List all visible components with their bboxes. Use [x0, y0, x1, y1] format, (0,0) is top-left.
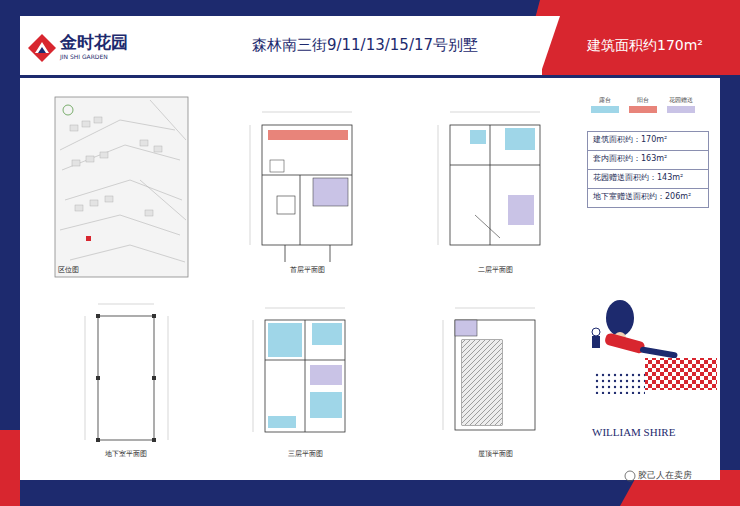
header-label: JIN SHI GARDEN: [60, 54, 140, 61]
plan-caption: 地下室平面图: [86, 450, 166, 458]
legend-swatch: [629, 106, 657, 113]
legend-item: 花园赠送: [663, 96, 699, 113]
legend-item: 阳台: [625, 96, 661, 113]
area-text: 花园赠送面积约：143m²: [593, 173, 703, 183]
area-row: 花园赠送面积约：143m²: [587, 169, 709, 189]
plan-caption: 二层平面图: [455, 266, 535, 274]
area-text: 地下室赠送面积约：206m²: [593, 192, 703, 202]
brand-name: WILLIAM SHIRE: [592, 426, 712, 439]
plan-caption: 屋顶平面图: [455, 450, 535, 458]
area-row: 建筑面积约：170m²: [587, 131, 709, 151]
area-text: 建筑面积约：170m²: [593, 135, 703, 145]
header-label: 金时花园: [60, 33, 140, 53]
header-label: 胶己人在卖房: [638, 470, 718, 480]
area-row: 地下室赠送面积约：206m²: [587, 188, 709, 208]
legend-swatch: [667, 106, 695, 113]
plan-caption: 首层平面图: [267, 266, 347, 274]
legend-item: 露台: [587, 96, 623, 113]
plan-caption: 区位图: [58, 266, 118, 274]
header-label: 建筑面积约170m²: [560, 37, 730, 53]
legend-swatch: [591, 106, 619, 113]
plan-caption: 三层平面图: [265, 450, 345, 458]
legend-text: 阳台: [625, 96, 661, 105]
area-row: 套内面积约：163m²: [587, 150, 709, 170]
legend-text: 花园赠送: [663, 96, 699, 105]
legend-text: 露台: [587, 96, 623, 105]
area-text: 套内面积约：163m²: [593, 154, 703, 164]
page-title: 森林南三街9/11/13/15/17号别墅: [200, 37, 530, 54]
